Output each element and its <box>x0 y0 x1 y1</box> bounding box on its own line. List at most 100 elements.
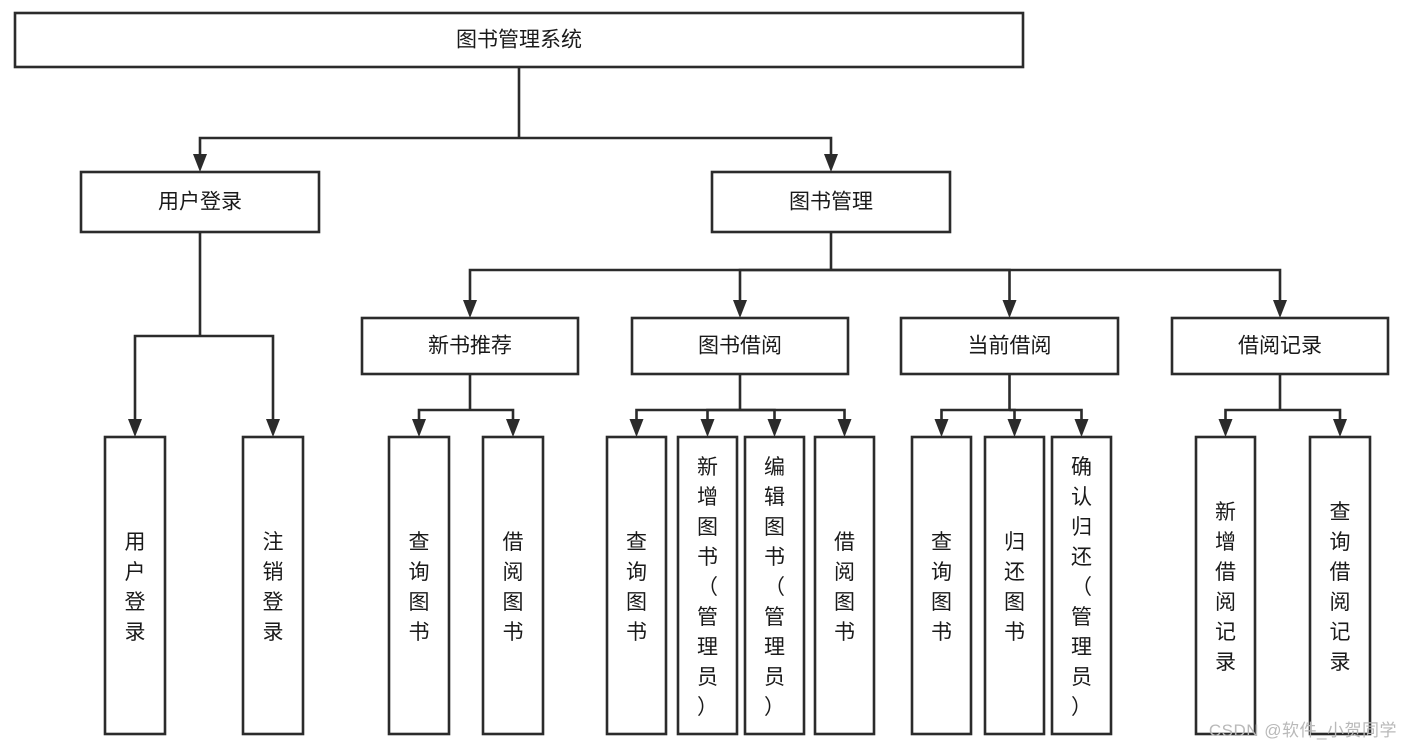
nodes-layer: 图书管理系统用户登录图书管理新书推荐图书借阅当前借阅借阅记录用户登录注销登录查询… <box>13 11 1390 736</box>
arrow-icon-s4 <box>1273 300 1287 318</box>
node-box <box>1194 435 1257 736</box>
node-submodule-s3[interactable]: 当前借阅 <box>899 316 1120 376</box>
arrow-icon-f12 <box>1218 419 1233 437</box>
node-function-f6[interactable]: 新增图书（管理员） <box>676 435 739 736</box>
node-box <box>710 170 952 234</box>
node-label: 查询图书 <box>626 531 647 644</box>
node-box <box>387 435 451 736</box>
arrow-icon-s3 <box>1002 300 1017 318</box>
node-submodule-s2[interactable]: 图书借阅 <box>630 316 850 376</box>
node-box <box>1308 435 1372 736</box>
node-label: 用户登录 <box>158 191 242 214</box>
connector-m2-to-s3 <box>831 268 1011 300</box>
connector-m1-to-f2 <box>200 334 275 419</box>
node-box <box>676 435 739 736</box>
node-box <box>103 435 167 736</box>
node-function-f7[interactable]: 编辑图书（管理员） <box>743 435 806 736</box>
node-label: 当前借阅 <box>968 335 1052 358</box>
node-function-f1[interactable]: 用户登录 <box>103 435 167 736</box>
node-label: 借阅图书 <box>834 531 855 644</box>
arrow-icon-f4 <box>506 419 520 437</box>
edges-layer <box>128 67 1347 437</box>
watermark-label: CSDN @软件_小贺同学 <box>1208 721 1397 740</box>
connector-s1-to-f4 <box>470 408 515 419</box>
connector-s3-to-f11 <box>1009 408 1083 419</box>
node-function-f12[interactable]: 新增借阅记录 <box>1194 435 1257 736</box>
node-box <box>1170 316 1390 376</box>
node-box <box>813 435 876 736</box>
node-label: 查询图书 <box>931 531 952 644</box>
node-box <box>360 316 580 376</box>
node-label: 确认归还（管理员） <box>1071 456 1092 719</box>
node-module-m1[interactable]: 用户登录 <box>79 170 321 234</box>
arrow-icon-s2 <box>733 300 747 318</box>
connector-s2-to-f6 <box>706 408 740 419</box>
node-box <box>241 435 305 736</box>
connector-root-to-m2 <box>519 136 833 154</box>
node-label: 图书借阅 <box>698 335 782 358</box>
connector-m2-to-s2 <box>738 268 831 300</box>
node-label: 新增借阅记录 <box>1215 501 1236 674</box>
connector-m2-to-s4 <box>831 268 1282 300</box>
arrow-icon-f11 <box>1074 419 1089 437</box>
node-label: 归还图书 <box>1004 531 1025 644</box>
arrow-icon-f3 <box>412 419 426 437</box>
arrow-icon-f1 <box>128 419 142 437</box>
arrow-icon-f10 <box>1007 419 1022 437</box>
connector-s2-to-f7 <box>740 408 776 419</box>
node-box <box>481 435 545 736</box>
arrow-icon-f6 <box>700 419 715 437</box>
connector-s4-to-f13 <box>1280 408 1342 419</box>
connector-s2-to-f5 <box>635 408 740 419</box>
node-label: 注销登录 <box>263 531 284 644</box>
arrow-icon-m2 <box>824 154 838 172</box>
node-label: 查询图书 <box>409 531 430 644</box>
arrow-icon-f2 <box>266 419 280 437</box>
connector-s4-to-f12 <box>1224 408 1280 419</box>
node-submodule-s1[interactable]: 新书推荐 <box>360 316 580 376</box>
node-label: 新书推荐 <box>428 335 512 358</box>
node-function-f2[interactable]: 注销登录 <box>241 435 305 736</box>
arrow-icon-f7 <box>767 419 782 437</box>
node-box <box>910 435 973 736</box>
node-function-f10[interactable]: 归还图书 <box>983 435 1046 736</box>
node-function-f5[interactable]: 查询图书 <box>605 435 668 736</box>
arrow-icon-m1 <box>193 154 207 172</box>
node-box <box>1050 435 1113 736</box>
node-box <box>13 11 1025 69</box>
node-label: 查询借阅记录 <box>1330 501 1351 674</box>
connector-s2-to-f8 <box>740 408 846 419</box>
node-label: 图书管理 <box>789 191 873 214</box>
node-box <box>79 170 321 234</box>
node-label: 借阅记录 <box>1238 335 1322 358</box>
connector-root-to-m1 <box>198 136 519 154</box>
node-module-m2[interactable]: 图书管理 <box>710 170 952 234</box>
node-function-f13[interactable]: 查询借阅记录 <box>1308 435 1372 736</box>
node-function-f11[interactable]: 确认归还（管理员） <box>1050 435 1113 736</box>
arrow-icon-f5 <box>629 419 644 437</box>
node-label: 用户登录 <box>125 531 146 644</box>
arrow-icon-f8 <box>837 419 852 437</box>
node-label: 新增图书（管理员） <box>697 456 718 719</box>
node-label: 编辑图书（管理员） <box>764 456 785 719</box>
node-box <box>605 435 668 736</box>
connector-m2-to-s1 <box>468 268 831 300</box>
node-box <box>630 316 850 376</box>
arrow-icon-s1 <box>463 300 477 318</box>
node-function-f8[interactable]: 借阅图书 <box>813 435 876 736</box>
connector-s3-to-f9 <box>940 408 1010 419</box>
node-function-f9[interactable]: 查询图书 <box>910 435 973 736</box>
node-submodule-s4[interactable]: 借阅记录 <box>1170 316 1390 376</box>
connector-s1-to-f3 <box>417 408 470 419</box>
node-box <box>899 316 1120 376</box>
node-function-f3[interactable]: 查询图书 <box>387 435 451 736</box>
node-box <box>983 435 1046 736</box>
connector-s3-to-f10 <box>1009 408 1016 419</box>
arrow-icon-f9 <box>934 419 949 437</box>
node-root-root[interactable]: 图书管理系统 <box>13 11 1025 69</box>
node-function-f4[interactable]: 借阅图书 <box>481 435 545 736</box>
arrow-icon-f13 <box>1333 419 1347 437</box>
node-box <box>743 435 806 736</box>
